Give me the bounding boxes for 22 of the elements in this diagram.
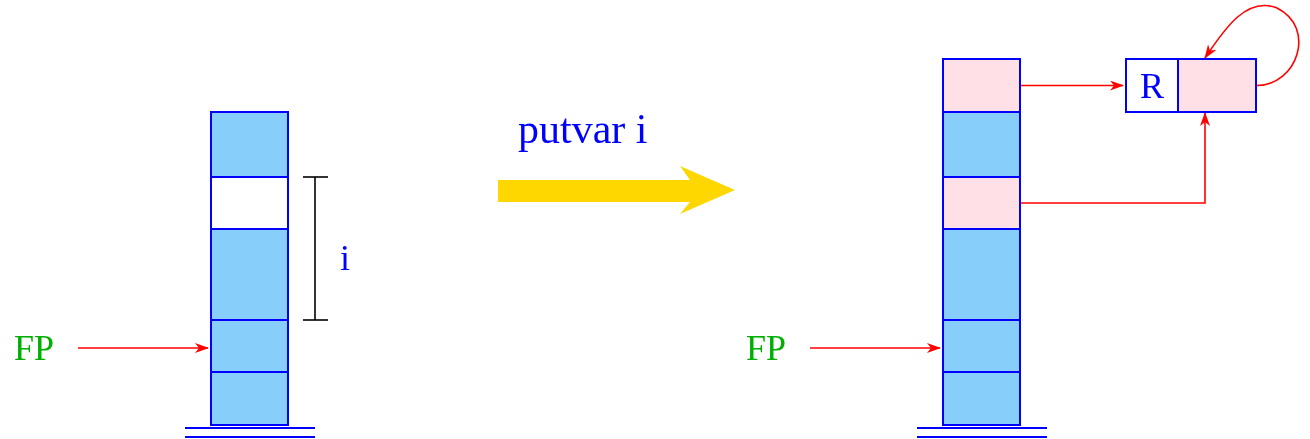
stack-cell xyxy=(210,111,289,178)
instruction-label: putvar i xyxy=(518,108,648,150)
register-cell: R xyxy=(1125,58,1179,113)
stack-cell xyxy=(942,319,1021,373)
arrow xyxy=(809,343,941,353)
stack-cell xyxy=(942,111,1021,178)
pointer-label: FP xyxy=(14,330,55,366)
stack-cell xyxy=(210,319,289,373)
stack-cell xyxy=(942,228,1021,321)
arrow xyxy=(1204,4,1300,87)
stack-cell xyxy=(210,228,289,321)
stack-cell xyxy=(1177,58,1257,113)
stack-cell xyxy=(210,176,289,230)
arrow xyxy=(77,343,209,353)
arrow xyxy=(1020,80,1124,91)
stack-cell xyxy=(942,371,1021,426)
stack-cell xyxy=(210,371,289,426)
dimension-label: i xyxy=(340,240,350,276)
pointer-label: FP xyxy=(746,330,787,366)
stack-cell xyxy=(942,58,1021,113)
stack-cell xyxy=(942,176,1021,230)
arrow xyxy=(1020,112,1210,204)
